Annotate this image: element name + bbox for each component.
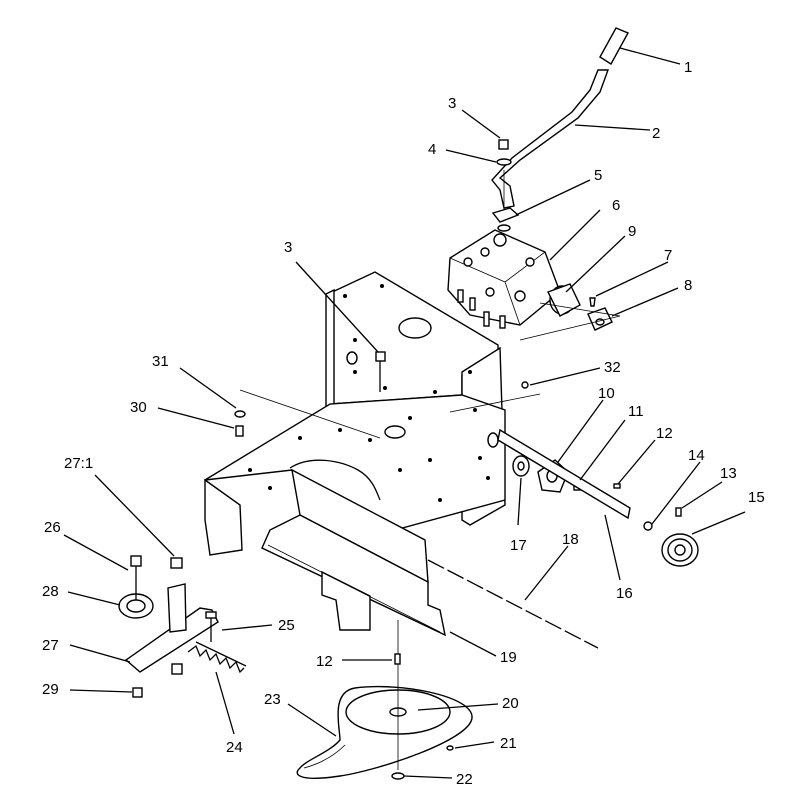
nut-left: [171, 663, 183, 675]
spacer: [512, 455, 530, 477]
callout-31: 31: [152, 353, 169, 370]
callout-2: 2: [652, 125, 660, 142]
callout-3-frame: 3: [284, 239, 292, 256]
callout-23: 23: [264, 691, 281, 708]
pulley-key: [446, 745, 454, 751]
nut: [498, 139, 509, 150]
lever-plate: [491, 207, 520, 232]
idler-pulley: [118, 555, 154, 619]
shift-lever: [491, 69, 609, 209]
callout-10: 10: [598, 385, 615, 402]
callout-11: 11: [628, 403, 644, 420]
callout-3-top: 3: [448, 95, 456, 112]
callout-6: 6: [612, 197, 620, 214]
set-screw-small: [675, 507, 682, 517]
bolt-32: [521, 381, 529, 389]
callout-13: 13: [720, 465, 737, 482]
callout-25: 25: [278, 617, 295, 634]
callout-14: 14: [688, 447, 705, 464]
callout-22: 22: [456, 771, 473, 788]
front-shield: [261, 468, 446, 637]
callout-32: 32: [604, 359, 621, 376]
shift-rod: [427, 559, 599, 649]
frame-holes: [248, 284, 490, 502]
callout-1: 1: [684, 59, 692, 76]
callout-12-lower: 12: [316, 653, 333, 670]
callout-26: 26: [44, 519, 61, 536]
shoulder-bolt: [205, 611, 217, 642]
callout-9: 9: [628, 223, 636, 240]
transmission: [447, 229, 561, 329]
callout-12-right: 12: [656, 425, 673, 442]
callout-29: 29: [42, 681, 59, 698]
small-washer: [643, 521, 653, 531]
drive-pulley: [661, 533, 699, 567]
callout-18: 18: [562, 531, 579, 548]
callout-20: 20: [502, 695, 519, 712]
callout-24: 24: [226, 739, 243, 756]
washer: [496, 158, 512, 166]
drive-shaft: [497, 428, 631, 520]
bolt-29: [132, 687, 143, 698]
pulley-washer: [391, 772, 405, 780]
callout-21: 21: [500, 735, 517, 752]
callout-27-1: 27:1: [64, 455, 93, 472]
frame: [204, 271, 506, 556]
shift-lever-grip: [599, 27, 629, 65]
pin: [589, 297, 596, 307]
callout-16: 16: [616, 585, 633, 602]
leader-lines: [63, 47, 746, 779]
key: [613, 483, 621, 489]
callout-5: 5: [594, 167, 602, 184]
callout-28: 28: [42, 583, 59, 600]
callout-8: 8: [684, 277, 692, 294]
bolt-30: [235, 425, 244, 437]
callout-15: 15: [748, 489, 765, 506]
callout-17: 17: [510, 537, 527, 554]
extension-spring: [187, 641, 247, 674]
callout-19: 19: [500, 649, 517, 666]
callout-30: 30: [130, 399, 147, 416]
callout-7: 7: [664, 247, 672, 264]
key-12-lower: [394, 653, 401, 665]
idler-spacer: [167, 557, 187, 633]
callout-27: 27: [42, 637, 59, 654]
washer-31: [234, 410, 246, 418]
callout-4: 4: [428, 141, 436, 158]
callout-labels: 1 2 3 4 5 6 9 7 8 3 32 31 10 11 12 30 14…: [42, 59, 765, 788]
frame-bolt: [375, 351, 386, 392]
